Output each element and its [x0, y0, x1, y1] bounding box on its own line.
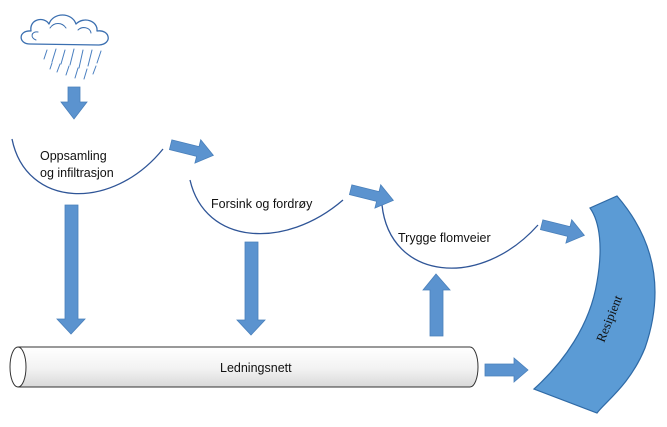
- arrow-right-1: [168, 138, 214, 164]
- arrow-up: [422, 273, 451, 337]
- curve-collection: [11, 138, 164, 195]
- label-collection-line2: og infiltrasjon: [40, 166, 114, 180]
- arrow-right-3: [539, 218, 585, 244]
- rain-cloud-icon: [20, 14, 109, 80]
- arrow-down-1: [56, 204, 86, 335]
- label-floodways: Trygge flomveier: [398, 231, 491, 245]
- arrow-right-2: [348, 183, 394, 209]
- label-delay: Forsink og fordrøy: [211, 197, 313, 211]
- curve-floodways: [381, 204, 539, 269]
- arrow-down-rain: [60, 86, 88, 120]
- curve-delay: [189, 179, 344, 235]
- arrow-down-2: [236, 241, 266, 336]
- pipe-network: [9, 346, 479, 388]
- arrow-pipe-out: [484, 357, 529, 383]
- label-pipe: Ledningsnett: [220, 361, 292, 375]
- label-collection-line1: Oppsamling: [40, 149, 107, 163]
- flow-arrows: [56, 86, 585, 383]
- recipient-river: [532, 195, 656, 414]
